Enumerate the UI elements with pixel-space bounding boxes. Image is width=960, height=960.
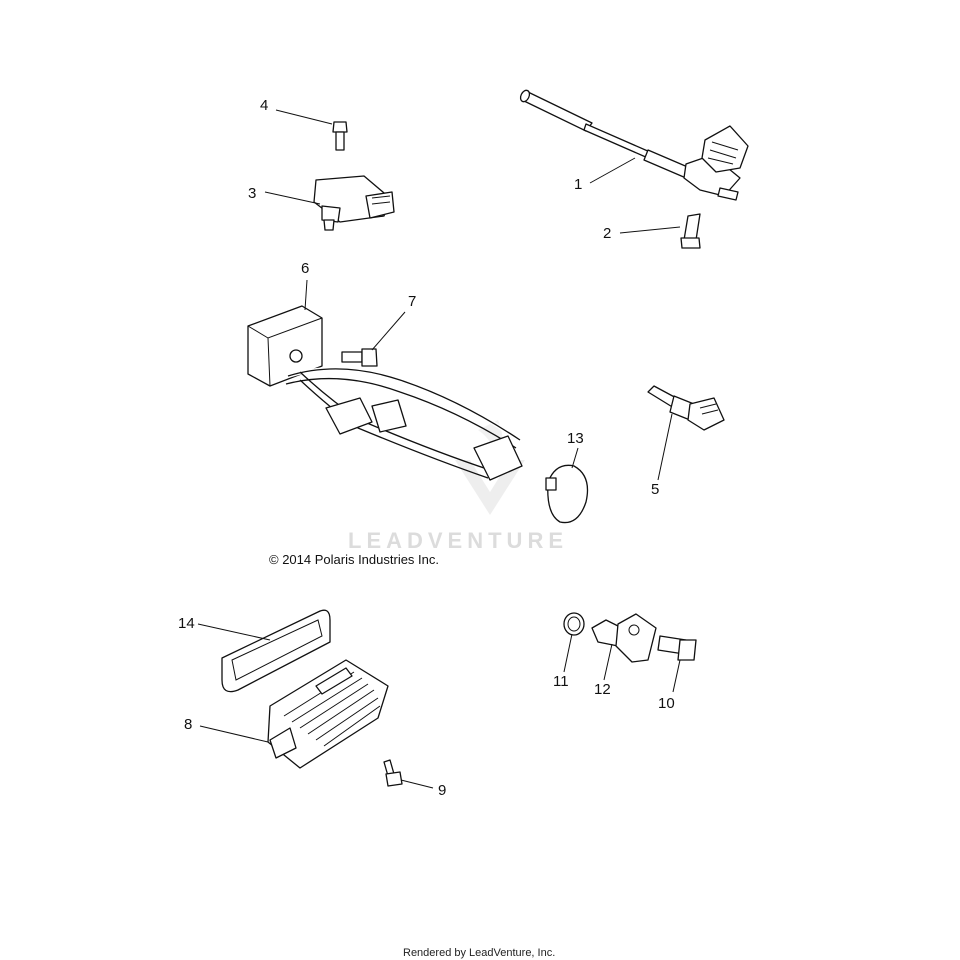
leader-5 [657,413,673,481]
leader-11 [563,633,573,673]
part-6-module-harness [247,305,523,481]
leader-14 [197,623,271,641]
leader-12 [603,643,613,681]
part-3-map-sensor [313,175,395,231]
part-8-regulator [267,659,389,769]
part-14-gasket [221,609,331,693]
callout-3: 3 [248,185,256,202]
watermark-text: LEADVENTURE [348,528,568,553]
part-11-o-ring [563,612,585,636]
part-1-speed-sensor [519,89,749,201]
part-13-clip [545,464,589,524]
leader-2 [619,226,681,234]
copyright-text: © 2014 Polaris Industries Inc. [269,552,439,567]
leader-13 [571,447,579,469]
leader-9 [400,779,434,789]
part-7-bolt [341,348,378,367]
leader-1 [589,157,636,184]
callout-10: 10 [658,695,675,712]
callout-5: 5 [651,481,659,498]
leader-7 [371,311,406,351]
part-2-bolt [680,213,701,249]
leader-8 [199,725,269,743]
footer-credit: Rendered by LeadVenture, Inc. [403,947,555,959]
callout-8: 8 [184,716,192,733]
callout-13: 13 [567,430,584,447]
part-10-bolt [657,635,697,661]
callout-7: 7 [408,293,416,310]
leader-3 [264,191,321,205]
part-5-temp-sensor [647,385,725,431]
leader-4 [275,109,333,125]
leader-10 [672,659,681,693]
callout-2: 2 [603,225,611,242]
part-4-bolt [332,121,348,151]
callout-4: 4 [260,97,268,114]
part-12-sensor [591,613,657,663]
part-9-bolt [383,759,403,787]
callout-12: 12 [594,681,611,698]
callout-14: 14 [178,615,195,632]
callout-6: 6 [301,260,309,277]
leader-6 [304,279,308,311]
callout-11: 11 [553,673,569,690]
callout-1: 1 [574,176,582,193]
callout-9: 9 [438,782,446,799]
